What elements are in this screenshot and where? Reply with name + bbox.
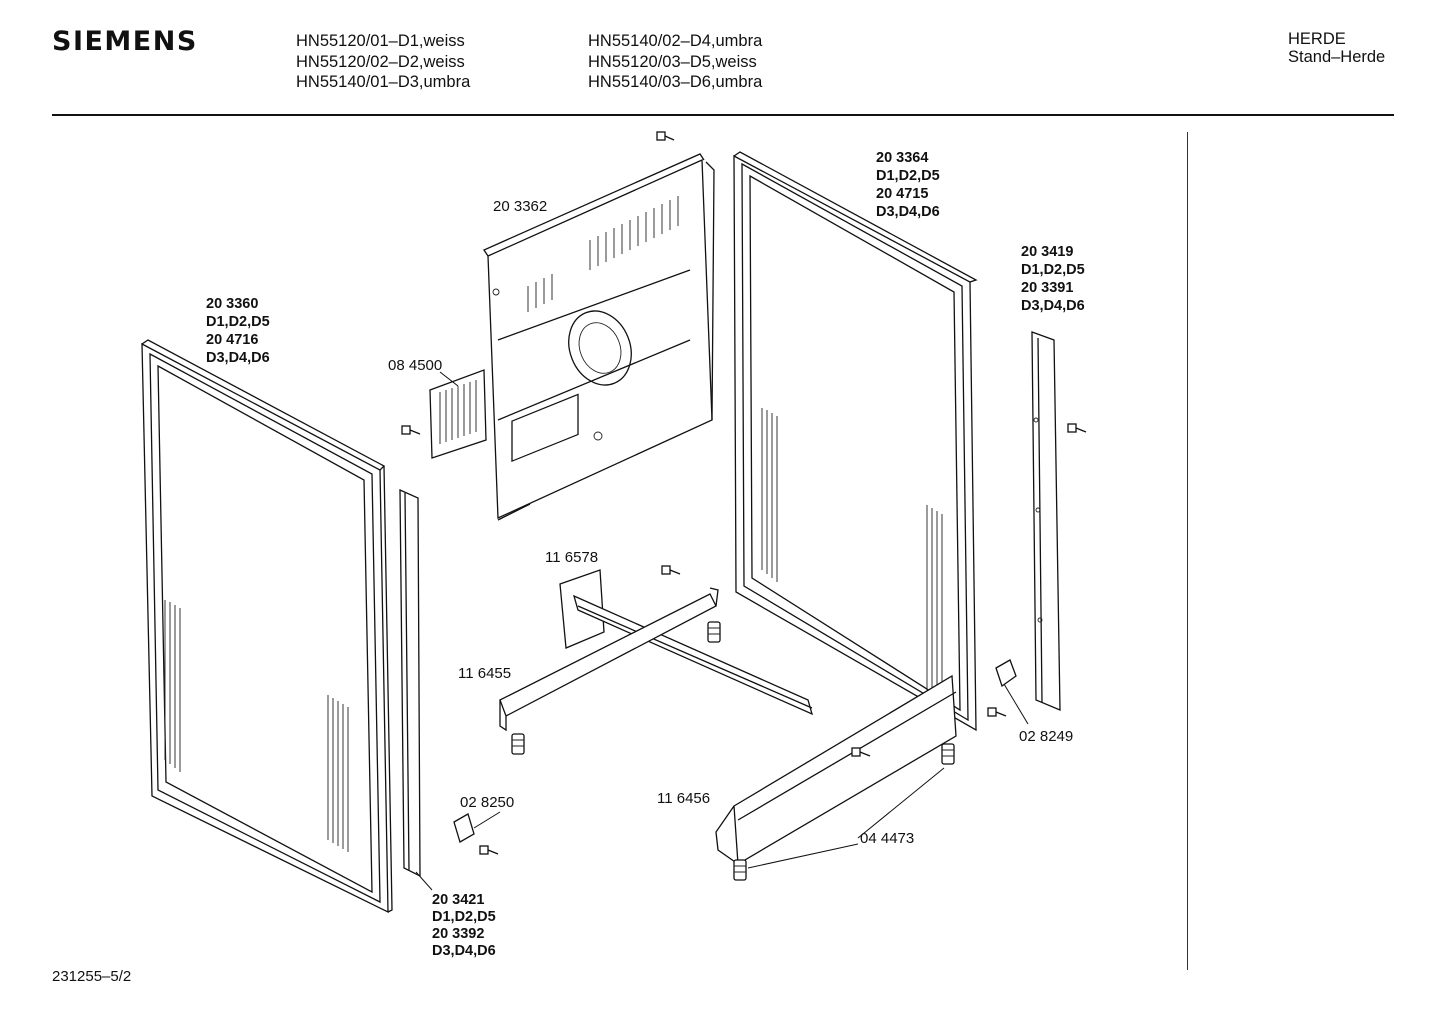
right-margin-divider: [1187, 132, 1188, 970]
left-front-strip: [399, 488, 421, 878]
part-label-203360: 20 3360 D1,D2,D5 20 4716 D3,D4,D6: [206, 296, 270, 366]
hinge-clip-right: [995, 659, 1017, 688]
leader-lines: [415, 371, 1029, 891]
foot-spring-icon: [707, 621, 721, 643]
svg-text:D3,D4,D6: D3,D4,D6: [206, 350, 270, 366]
vent-grille: [429, 369, 487, 459]
rear-wall: [483, 153, 715, 521]
category-subtitle: Stand–Herde: [1288, 48, 1386, 66]
part-label-044473: 04 4473: [860, 830, 914, 847]
svg-text:D3,D4,D6: D3,D4,D6: [432, 943, 496, 959]
svg-text:20 4715: 20 4715: [876, 186, 928, 202]
part-label-028249: 02 8249: [1019, 728, 1073, 745]
part-label-203362: 20 3362: [493, 198, 547, 215]
foot-spring-icon: [941, 743, 955, 765]
svg-text:D1,D2,D5: D1,D2,D5: [206, 314, 270, 330]
screw-icon: [479, 845, 499, 855]
part-label-203419: 20 3419 D1,D2,D5 20 3391 D3,D4,D6: [1021, 244, 1085, 314]
hinge-clip-left: [453, 813, 475, 843]
svg-text:20 3391: 20 3391: [1021, 280, 1073, 296]
model-entry: HN55140/02–D4,umbra: [588, 32, 763, 50]
svg-text:D3,D4,D6: D3,D4,D6: [876, 204, 940, 220]
screw-icon: [987, 707, 1007, 717]
svg-text:20 4716: 20 4716: [206, 332, 258, 348]
bottom-rail: [499, 587, 719, 732]
model-list-left: HN55120/01–D1,weiss HN55120/02–D2,weiss …: [296, 31, 470, 93]
screw-icon: [656, 131, 675, 141]
svg-text:20 3392: 20 3392: [432, 926, 484, 942]
category-title: HERDE: [1288, 30, 1346, 48]
svg-text:D1,D2,D5: D1,D2,D5: [1021, 262, 1085, 278]
category-block: HERDE Stand–Herde: [1288, 30, 1385, 66]
part-label-203421: 20 3421 D1,D2,D5 20 3392 D3,D4,D6: [432, 892, 496, 959]
cross-member: [559, 569, 814, 716]
model-list-right: HN55140/02–D4,umbra HN55120/03–D5,weiss …: [588, 31, 762, 93]
part-label-116455: 11 6455: [458, 665, 511, 682]
right-front-strip: [1031, 331, 1061, 711]
foot-spring-icon: [733, 859, 747, 881]
model-entry: HN55120/03–D5,weiss: [588, 52, 757, 71]
svg-text:D3,D4,D6: D3,D4,D6: [1021, 298, 1085, 314]
part-label-084500: 08 4500: [388, 357, 442, 374]
left-side-panel: [141, 339, 393, 914]
right-side-panel: [733, 151, 978, 732]
model-entry: HN55140/03–D6,umbra: [588, 73, 763, 91]
svg-text:20 3364: 20 3364: [876, 150, 928, 166]
front-base-rail: [715, 674, 957, 866]
screw-icon: [1067, 423, 1087, 433]
drawing-number: 231255–5/2: [52, 968, 132, 985]
part-label-028250: 02 8250: [460, 794, 514, 811]
svg-text:20 3360: 20 3360: [206, 296, 258, 312]
foot-spring-icon: [511, 733, 525, 755]
screw-icon: [661, 565, 681, 575]
header-divider: [52, 114, 1394, 116]
screw-icon: [401, 425, 421, 435]
part-label-203364: 20 3364 D1,D2,D5 20 4715 D3,D4,D6: [876, 150, 940, 220]
svg-text:D1,D2,D5: D1,D2,D5: [432, 909, 496, 925]
part-label-116578: 11 6578: [545, 549, 598, 566]
part-label-116456: 11 6456: [657, 790, 710, 807]
screw-icon: [851, 747, 871, 757]
model-entry: HN55120/01–D1,weiss: [296, 32, 465, 50]
svg-text:20 3419: 20 3419: [1021, 244, 1073, 260]
model-entry: HN55140/01–D3,umbra: [296, 73, 471, 91]
brand-logo: SIEMENS: [52, 26, 198, 57]
svg-text:20 3421: 20 3421: [432, 892, 484, 908]
model-entry: HN55120/02–D2,weiss: [296, 52, 465, 71]
svg-text:D1,D2,D5: D1,D2,D5: [876, 168, 940, 184]
